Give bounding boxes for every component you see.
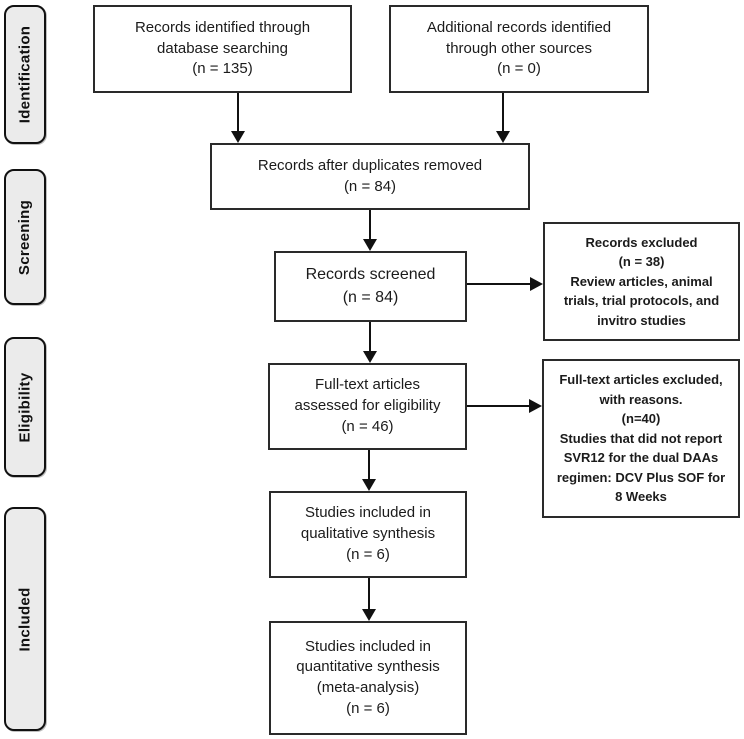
arrow-fulltext-to-qualitative [368, 450, 370, 479]
arrow-qualitative-to-quantitative [368, 578, 370, 609]
arrow-fulltext-to-excluded [467, 405, 529, 407]
box-records-identified-database: Records identified through database sear… [93, 5, 352, 93]
arrow-database-to-duplicates [237, 93, 239, 131]
arrowhead-duplicates-to-screened [363, 239, 377, 251]
arrowhead-screened-to-excluded [530, 277, 543, 291]
arrow-duplicates-to-screened [369, 210, 371, 239]
arrowhead-fulltext-to-qualitative [362, 479, 376, 491]
arrowhead-other-to-duplicates [496, 131, 510, 143]
box-fulltext-excluded: Full-text articles excluded, with reason… [542, 359, 740, 518]
stage-included: Included [4, 507, 46, 731]
stage-included-label: Included [16, 586, 34, 652]
box-records-screened: Records screened (n = 84) [274, 251, 467, 322]
arrowhead-screened-to-fulltext [363, 351, 377, 363]
stage-eligibility: Eligibility [4, 337, 46, 477]
box-fulltext-assessed: Full-text articles assessed for eligibil… [268, 363, 467, 450]
box-additional-records-other-sources: Additional records identified through ot… [389, 5, 649, 93]
arrow-other-to-duplicates [502, 93, 504, 131]
stage-screening: Screening [4, 169, 46, 305]
arrowhead-database-to-duplicates [231, 131, 245, 143]
stage-screening-label: Screening [16, 199, 34, 275]
box-records-after-duplicates: Records after duplicates removed (n = 84… [210, 143, 530, 210]
box-records-excluded: Records excluded (n = 38) Review article… [543, 222, 740, 341]
arrowhead-fulltext-to-excluded [529, 399, 542, 413]
box-qualitative-synthesis: Studies included in qualitative synthesi… [269, 491, 467, 578]
arrow-screened-to-fulltext [369, 322, 371, 351]
arrow-screened-to-excluded [467, 283, 530, 285]
box-quantitative-synthesis: Studies included in quantitative synthes… [269, 621, 467, 735]
stage-identification-label: Identification [16, 25, 34, 124]
stage-eligibility-label: Eligibility [16, 372, 34, 442]
stage-identification: Identification [4, 5, 46, 144]
arrowhead-qualitative-to-quantitative [362, 609, 376, 621]
